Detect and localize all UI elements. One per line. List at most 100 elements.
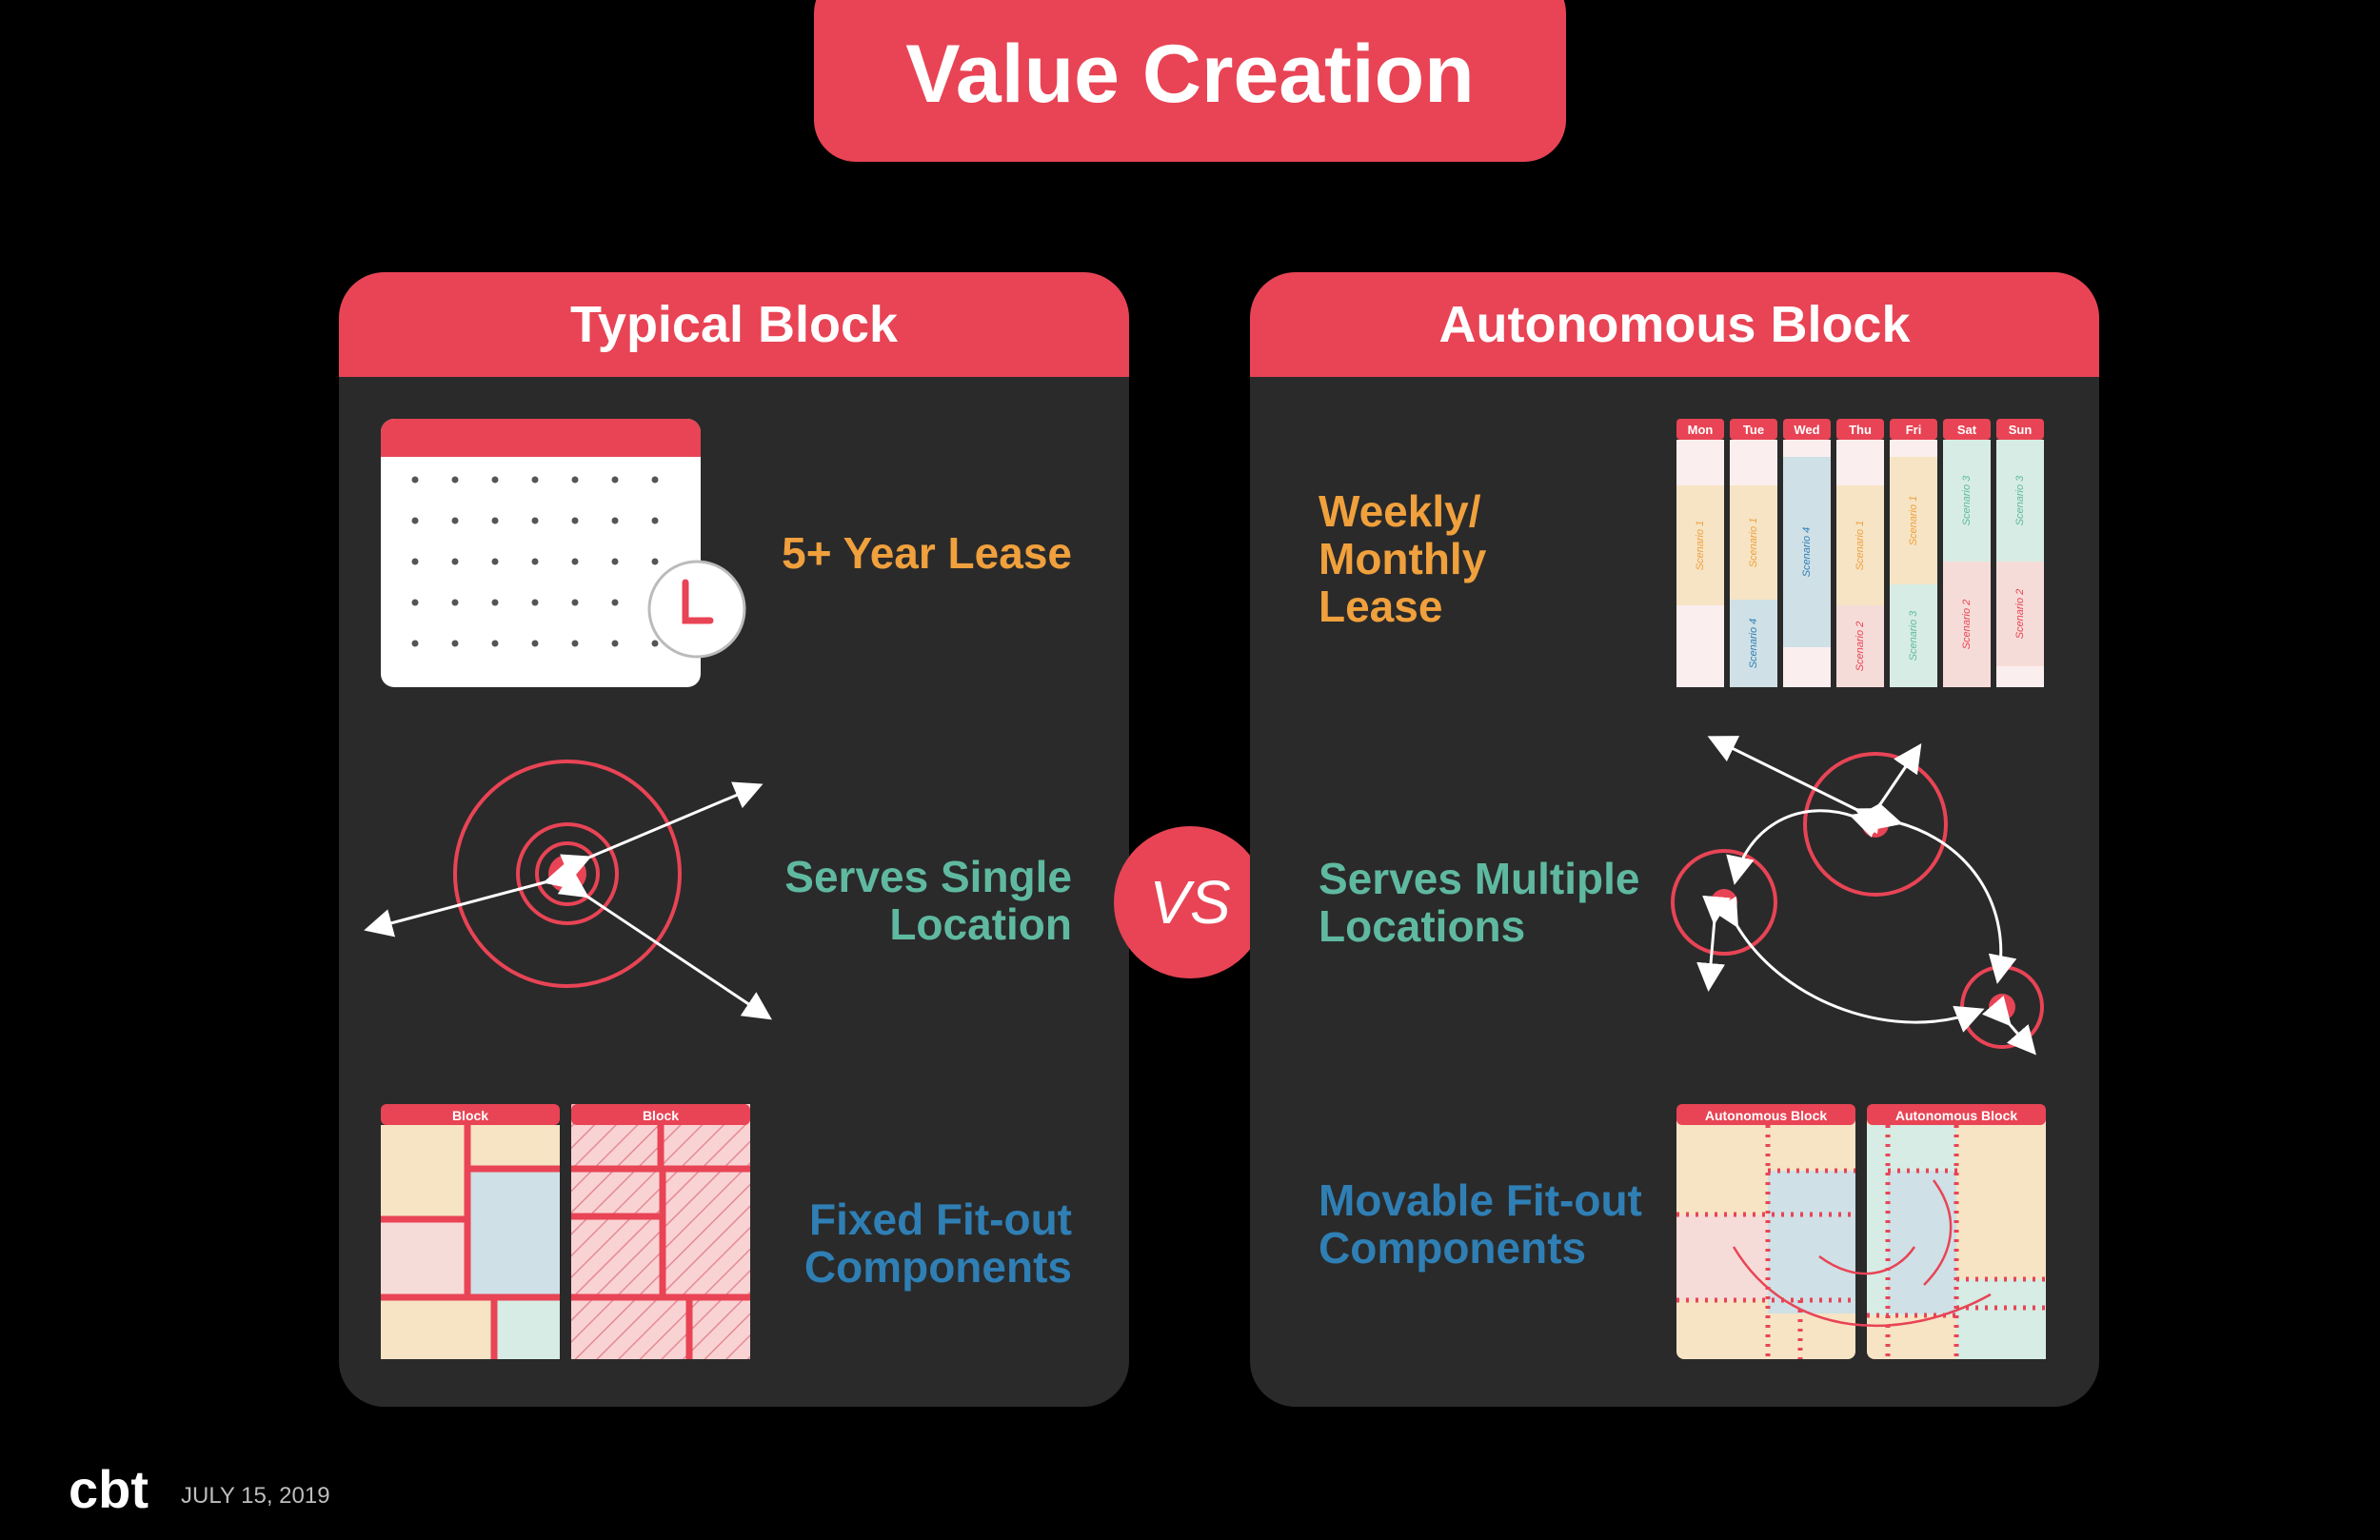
scenario-label: Scenario 4 <box>1801 527 1813 578</box>
single-location-label: Serves Single Location <box>784 852 1072 949</box>
scenario-label: Scenario 2 <box>1854 622 1866 672</box>
page-title: Value Creation <box>905 29 1475 120</box>
calendar-dot <box>451 599 459 606</box>
schedule-segment <box>1730 485 1777 600</box>
single-location-icon <box>364 760 772 1020</box>
autonomous-block-label-1: Autonomous Block <box>1705 1108 1828 1123</box>
day-header <box>1676 419 1724 440</box>
calendar-dot <box>571 599 579 606</box>
calendar-dot <box>571 640 579 647</box>
movable-fitout-label: Movable Fit-out Components <box>1319 1175 1642 1273</box>
calendar-dot <box>451 558 459 565</box>
schedule-segment <box>1783 457 1831 647</box>
day-header <box>1730 419 1777 440</box>
day-label: Tue <box>1743 423 1764 437</box>
calendar-dot <box>411 517 419 524</box>
calendar-dot <box>451 476 459 484</box>
day-column: Scenario 3 Scenario 2 Sun <box>1996 419 2044 687</box>
movable-fitout-icon: Autonomous Block Autonomous Block <box>1676 1104 2046 1359</box>
schedule-segment <box>1996 562 2044 666</box>
calendar-dot <box>491 640 499 647</box>
multiple-locations-label: Serves Multiple Locations <box>1319 854 1640 951</box>
schedule-segment <box>1676 605 1724 687</box>
calendar-dot <box>651 517 659 524</box>
calendar-dot <box>531 558 539 565</box>
vs-badge: VS <box>1114 826 1266 978</box>
autonomous-block-heading: Autonomous Block <box>1438 296 1911 353</box>
day-column: Scenario 1 Scenario 4 Tue <box>1730 419 1777 687</box>
scenario-label: Scenario 1 <box>1695 521 1706 571</box>
scenario-label: Scenario 1 <box>1748 518 1759 568</box>
schedule-segment <box>1676 440 1724 485</box>
day-column: Scenario 4 Wed <box>1783 419 1831 687</box>
day-column: Scenario 1 Mon <box>1676 419 1724 687</box>
scenario-label: Scenario 1 <box>1854 521 1866 571</box>
calendar-dot <box>531 476 539 484</box>
calendar-dot <box>411 640 419 647</box>
vs-label: VS <box>1149 868 1231 937</box>
schedule-segment <box>1730 600 1777 687</box>
scenario-label: Scenario 2 <box>2014 589 2026 640</box>
calendar-dot <box>651 558 659 565</box>
calendar-dot <box>491 558 499 565</box>
scenario-label: Scenario 2 <box>1961 600 1973 650</box>
cbt-logo: cbt <box>69 1459 149 1519</box>
weekly-lease-label: Weekly/ Monthly Lease <box>1319 486 1487 631</box>
typical-block-heading: Typical Block <box>569 296 899 353</box>
scenario-label: Scenario 3 <box>1908 610 1919 661</box>
calendar-dot <box>451 517 459 524</box>
calendar-dot <box>611 476 619 484</box>
schedule-segment <box>1890 584 1937 687</box>
calendar-dot <box>611 558 619 565</box>
typical-block-header: Typical Block <box>339 272 1129 377</box>
calendar-dot <box>411 558 419 565</box>
schedule-segment <box>1676 485 1724 605</box>
scenario-label: Scenario 3 <box>1961 475 1973 525</box>
day-header <box>1836 419 1884 440</box>
calendar-dot <box>651 640 659 647</box>
footer-date: JULY 15, 2019 <box>181 1483 330 1509</box>
day-label: Fri <box>1906 423 1922 437</box>
lease-label: 5+ Year Lease <box>782 528 1072 578</box>
calendar-dot <box>571 558 579 565</box>
calendar-dot <box>611 599 619 606</box>
day-column: Scenario 1 Scenario 2 Thu <box>1836 419 1884 687</box>
calendar-dot <box>571 476 579 484</box>
schedule-segment <box>1836 605 1884 687</box>
scenario-label: Scenario 1 <box>1908 496 1919 546</box>
day-header <box>1996 419 2044 440</box>
day-header <box>1783 419 1831 440</box>
autonomous-block-header: Autonomous Block <box>1250 272 2099 377</box>
calendar-dot <box>411 476 419 484</box>
calendar-icon <box>381 419 746 687</box>
title-banner: Value Creation <box>814 0 1566 162</box>
day-column: Scenario 1 Scenario 3 Fri <box>1890 419 1937 687</box>
day-label: Sun <box>2009 423 2033 437</box>
scenario-label: Scenario 3 <box>2014 475 2026 525</box>
calendar-dot <box>491 599 499 606</box>
calendar-dot <box>611 517 619 524</box>
fixed-fitout-icon: Block Block <box>381 1104 750 1359</box>
schedule-segment <box>1890 457 1937 584</box>
schedule-segment <box>1783 647 1831 687</box>
schedule-segment <box>1996 440 2044 562</box>
calendar-dot <box>571 517 579 524</box>
scenario-label: Scenario 4 <box>1748 619 1759 669</box>
schedule-segment <box>1836 485 1884 605</box>
day-label: Mon <box>1688 423 1714 437</box>
block-label-1: Block <box>452 1108 488 1123</box>
schedule-segment <box>1783 440 1831 457</box>
calendar-dot <box>531 599 539 606</box>
schedule-segment <box>1996 666 2044 687</box>
day-label: Thu <box>1849 423 1872 437</box>
multiple-locations-icon <box>1671 736 2044 1056</box>
calendar-dot <box>411 599 419 606</box>
calendar-dot <box>531 517 539 524</box>
day-label: Wed <box>1794 423 1819 437</box>
calendar-dot <box>451 640 459 647</box>
schedule-segment <box>1943 562 1991 687</box>
schedule-segment <box>1730 440 1777 485</box>
day-header <box>1890 419 1937 440</box>
autonomous-block-panel: Autonomous Block Weekly/ Monthly Lease S… <box>1250 272 2099 1407</box>
